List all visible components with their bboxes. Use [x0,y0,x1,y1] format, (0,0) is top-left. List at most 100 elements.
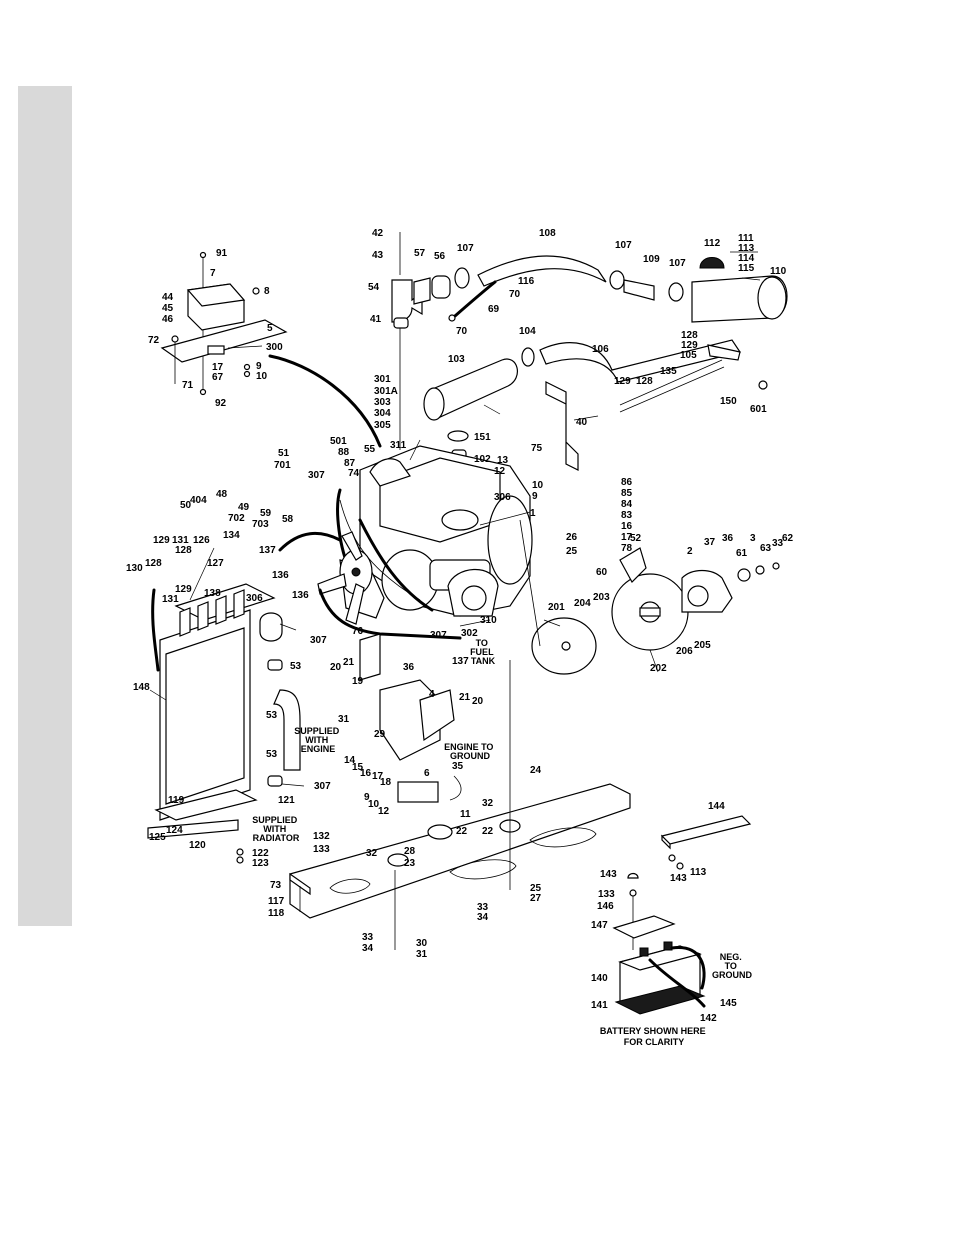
part-label: 307 [430,630,447,641]
part-label: 307 [310,635,327,646]
part-label: 19 [352,676,364,687]
part-label: 13 [497,455,509,466]
part-label: 135 [660,366,677,377]
part-label: 17 [621,532,633,543]
supplied-with-radiator-note: SUPPLIED WITH RADIATOR [252,815,300,843]
part-label: 51 [278,448,290,459]
part-label: 102 [474,454,491,465]
part-label: 201 [548,602,565,613]
part-label: 128 [175,545,192,556]
part-label: 113 [738,243,755,254]
part-label: 107 [669,258,686,269]
part-label: 62 [782,533,794,544]
part-label: 701 [274,460,291,471]
part-label: 88 [338,447,350,458]
part-label: 404 [190,495,207,506]
part-label: 11 [460,809,471,820]
part-label: 73 [270,880,282,891]
part-label: 40 [576,417,588,428]
part-label: 86 [621,477,633,488]
part-label: 33 [477,902,489,913]
part-label: 21 [343,657,355,668]
part-label: 108 [539,228,556,239]
muffler-tailpipe [423,339,768,475]
cooling-fan [317,531,373,625]
part-label: 133 [598,889,615,900]
part-label: 306 [246,593,263,604]
part-label: 310 [480,615,497,626]
part-label: 122 [252,848,269,859]
part-number-labels: 42 43 54 41 57 56 107 108 116 70 69 70 1… [126,228,794,1024]
engine-to-ground-note: ENGINE TO GROUND [444,742,496,761]
part-label: 140 [591,973,608,984]
part-label: 7 [210,268,216,279]
part-label: 128 [681,330,698,341]
part-label: 129 [681,340,698,351]
exhaust-elbow-assembly [391,232,684,450]
part-label: 32 [482,798,494,809]
muffler-assembly [691,251,788,323]
part-label: 50 [180,500,192,511]
part-label: 304 [374,408,391,419]
part-label: 120 [189,840,206,851]
part-label: 71 [182,380,194,391]
fuel-lines [151,354,462,672]
part-label: 74 [348,468,360,479]
part-label: 33 [362,932,374,943]
part-label: 76 [352,626,364,637]
part-label: 22 [456,826,468,837]
part-label: 204 [574,598,591,609]
part-label: 48 [216,489,228,500]
leader-lines [149,277,761,787]
part-label: 30 [416,938,428,949]
cover-plate [660,815,752,870]
part-label: 27 [530,893,542,904]
part-label: 23 [404,858,416,869]
part-label: 131 [172,535,189,546]
part-label: 72 [148,335,160,346]
part-label: 116 [518,276,535,287]
starter-generator [519,519,780,675]
part-label: 91 [216,248,228,259]
part-label: 113 [690,867,707,878]
part-label: 202 [650,663,667,674]
part-label: 126 [193,535,210,546]
battery-shown-note: BATTERY SHOWN HERE FOR CLARITY [600,1026,708,1047]
part-label: 112 [704,238,721,249]
part-label: 55 [364,444,376,455]
page-side-margin-bar [18,86,72,926]
part-label: 136 [292,590,309,601]
part-label: 67 [212,372,224,383]
part-label: 303 [374,397,391,408]
part-label: 2 [687,546,693,557]
part-label: 17 [372,771,384,782]
part-label: 20 [472,696,484,707]
part-label: 125 [149,832,166,843]
part-label: 44 [162,292,174,303]
supplied-with-engine-note: SUPPLIED WITH ENGINE [294,726,342,754]
part-label: 9 [364,792,370,803]
part-label: 302 [461,628,478,639]
part-label: 501 [330,436,347,447]
part-label: 107 [615,240,632,251]
battery [612,872,706,1015]
part-label: 36 [403,662,415,673]
part-label: 24 [530,765,542,776]
part-label: 148 [133,682,150,693]
part-label: 144 [708,801,725,812]
part-label: 16 [360,768,372,779]
part-label: 78 [621,543,633,554]
part-label: 305 [374,420,391,431]
part-label: 3 [750,533,756,544]
part-label: 146 [597,901,614,912]
part-label: 307 [308,470,325,481]
part-label: 70 [456,326,468,337]
part-label: 301 [374,374,391,385]
part-label: 26 [566,532,578,543]
part-label: 12 [494,466,506,477]
part-label: 133 [313,844,330,855]
part-label: 301A [374,386,398,397]
to-fuel-tank-note: TO FUEL TANK [470,638,496,666]
part-label: 33 [772,538,784,549]
part-label: 58 [282,514,294,525]
